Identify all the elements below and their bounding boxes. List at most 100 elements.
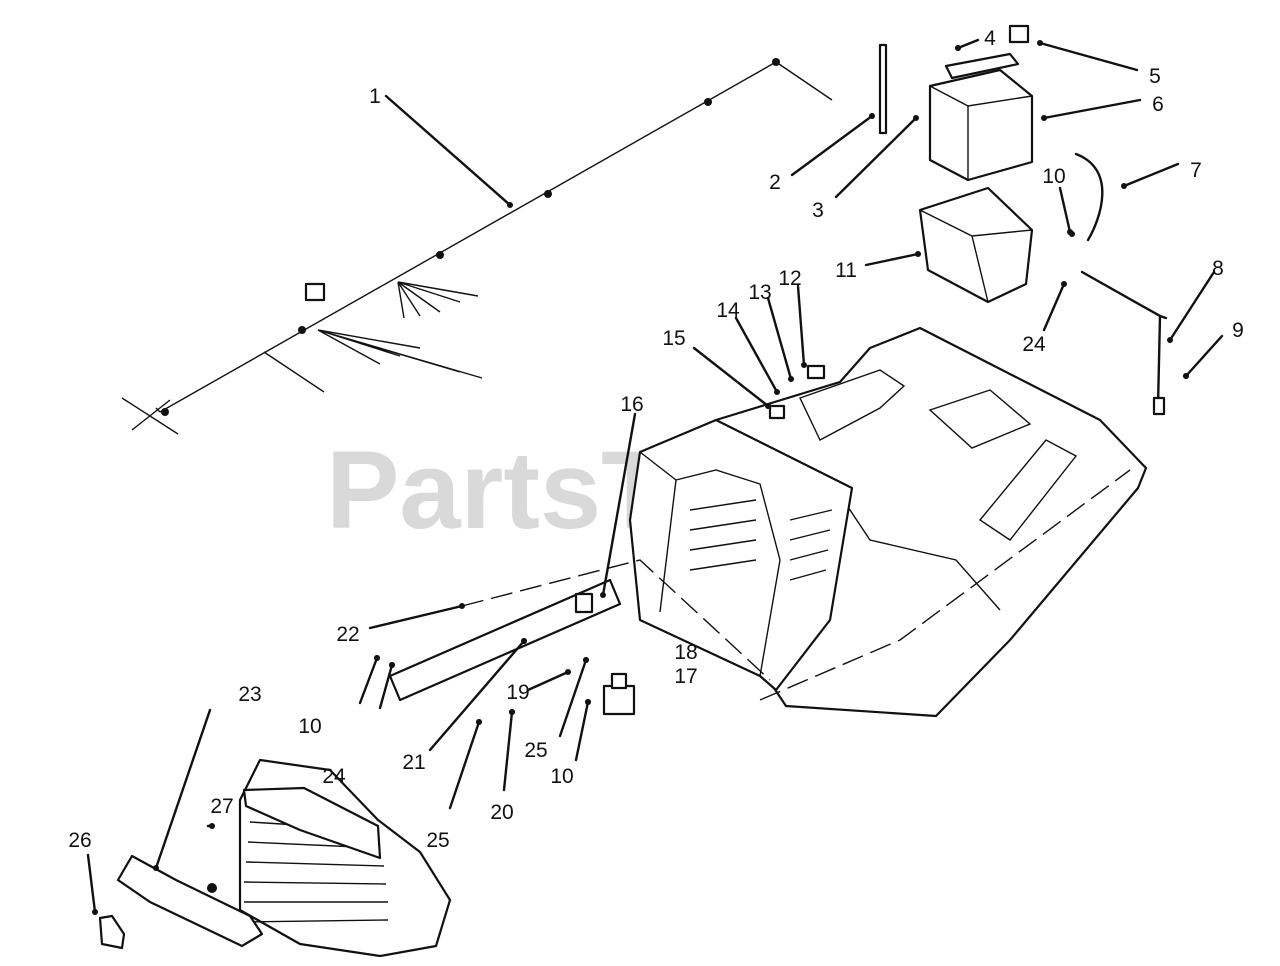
callout-number: 11 <box>835 259 857 282</box>
callout-number: 16 <box>620 393 643 416</box>
callout-number: 7 <box>1190 159 1202 182</box>
dash-tower <box>461 418 854 692</box>
leader-line <box>502 710 514 792</box>
leader-end-dot <box>915 251 921 257</box>
callout-number: 25 <box>426 829 449 852</box>
leader-line <box>378 663 394 710</box>
leader-line <box>358 656 379 705</box>
callout-number: 10 <box>550 765 573 788</box>
leader-line <box>526 670 570 692</box>
solenoid <box>602 672 636 716</box>
leader-end-dot <box>209 823 215 829</box>
leader-line <box>790 114 874 177</box>
hood <box>238 758 452 958</box>
leader-end-dot <box>583 657 589 663</box>
leader-end-dot <box>374 655 380 661</box>
wiring-harness <box>121 58 833 435</box>
leader-end-dot <box>509 709 515 715</box>
grille <box>98 854 264 950</box>
leader-line <box>384 94 512 207</box>
leader-end-dot <box>476 719 482 725</box>
callout-number: 10 <box>1042 165 1065 188</box>
leader-line <box>448 720 481 810</box>
leader-line <box>766 296 793 381</box>
callout-number: 27 <box>210 795 233 818</box>
leader-end-dot <box>801 362 807 368</box>
leader-end-dot <box>521 638 527 644</box>
leader-end-dot <box>507 202 513 208</box>
battery-tray <box>918 186 1034 304</box>
leader-end-dot <box>765 403 771 409</box>
leader-line <box>1042 98 1142 120</box>
leader-end-dot <box>389 662 395 668</box>
leader-line <box>368 604 464 630</box>
leader-line <box>574 700 590 762</box>
callout-number: 2 <box>769 171 781 194</box>
callout-number: 19 <box>506 681 529 704</box>
leader-line <box>834 116 918 199</box>
leader-line <box>734 316 779 394</box>
leader-end-dot <box>92 909 98 915</box>
leader-line <box>1058 186 1072 234</box>
callout-number: 9 <box>1232 319 1244 342</box>
mounting-plate <box>388 578 622 702</box>
leader-end-dot <box>869 113 875 119</box>
battery <box>928 24 1034 182</box>
callout-number: 5 <box>1149 65 1161 88</box>
callout-number: 22 <box>336 623 359 646</box>
leader-line <box>154 708 212 870</box>
callout-number: 13 <box>748 281 771 304</box>
leader-line <box>1184 334 1224 378</box>
callout-number: 26 <box>68 829 91 852</box>
leader-line <box>1122 162 1180 188</box>
callout-number: 12 <box>778 267 801 290</box>
leader-end-dot <box>1037 40 1043 46</box>
leader-line <box>1038 41 1139 72</box>
leader-line <box>1168 270 1216 342</box>
callout-number: 8 <box>1212 257 1224 280</box>
leader-end-dot <box>1041 115 1047 121</box>
callout-number: 24 <box>1022 333 1046 356</box>
leader-end-dot <box>788 376 794 382</box>
leader-line <box>1042 282 1066 332</box>
callout-number: 23 <box>238 683 261 706</box>
battery-cable <box>1074 152 1104 242</box>
leader-line <box>864 252 920 267</box>
leader-end-dot <box>955 45 961 51</box>
callout-number: 15 <box>662 327 685 350</box>
callout-number: 4 <box>984 27 996 50</box>
callout-number: 10 <box>298 715 321 738</box>
leader-end-dot <box>585 699 591 705</box>
ignition-switch <box>768 404 786 420</box>
callout-number: 14 <box>716 299 740 322</box>
leader-end-dot <box>1067 229 1073 235</box>
leader-end-dot <box>153 865 159 871</box>
leader-end-dot <box>1121 183 1127 189</box>
leader-line <box>796 284 806 367</box>
callout-number: 1 <box>369 85 381 108</box>
leader-line <box>956 38 980 50</box>
leader-line <box>558 658 588 738</box>
callout-number: 25 <box>524 739 547 762</box>
leader-line <box>692 346 770 408</box>
callout-number: 20 <box>490 801 513 824</box>
ignition-knob <box>806 364 826 380</box>
callout-number: 6 <box>1152 93 1164 116</box>
leader-end-dot <box>1183 373 1189 379</box>
callout-number: 3 <box>812 199 824 222</box>
callout-number: 21 <box>402 751 425 774</box>
leader-end-dot <box>913 115 919 121</box>
leader-end-dot <box>1061 281 1067 287</box>
leader-end-dot <box>774 389 780 395</box>
leader-line <box>86 853 97 914</box>
rod <box>878 43 888 135</box>
leader-end-dot <box>600 592 606 598</box>
leader-end-dot <box>565 669 571 675</box>
callout-number: 17 <box>674 665 697 688</box>
leader-end-dot <box>459 603 465 609</box>
leader-line <box>428 639 526 752</box>
callout-number: 24 <box>322 765 346 788</box>
hold-down-bracket <box>1080 270 1168 408</box>
